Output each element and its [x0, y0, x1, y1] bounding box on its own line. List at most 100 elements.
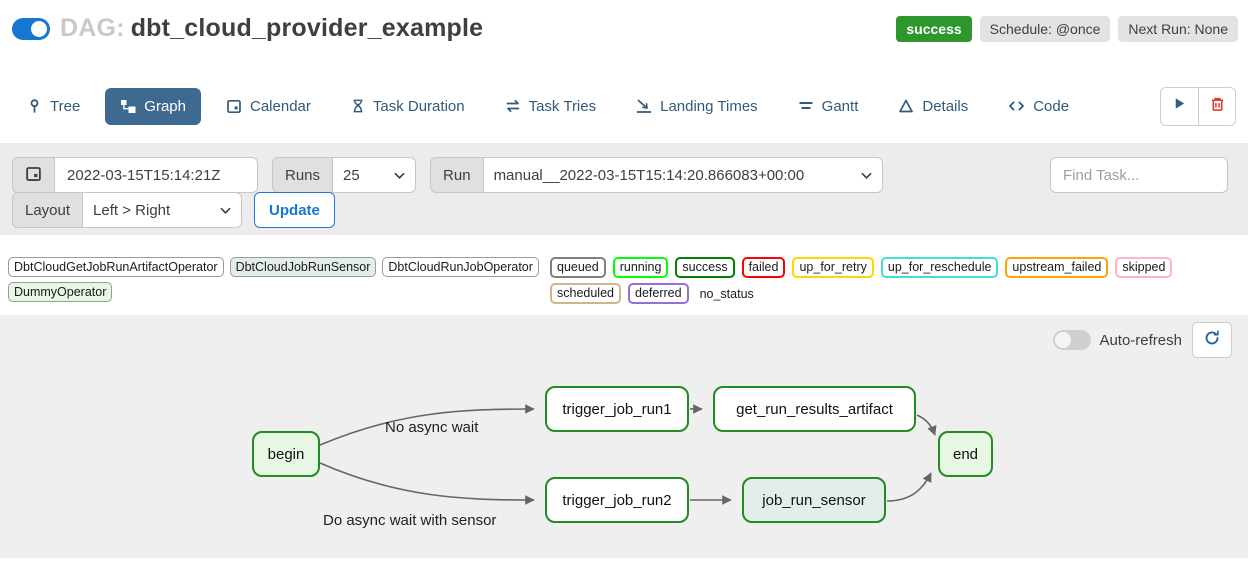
auto-refresh-label: Auto-refresh: [1099, 331, 1182, 349]
hourglass-icon: [351, 98, 365, 114]
tab-task-duration[interactable]: Task Duration: [336, 88, 480, 125]
status-legend: queued running success failed up_for_ret…: [550, 257, 1240, 304]
runs-count-select[interactable]: 25: [332, 157, 417, 193]
page-title: DAG:dbt_cloud_provider_example: [60, 14, 483, 43]
status-chip: skipped: [1115, 257, 1173, 278]
refresh-button[interactable]: [1192, 322, 1232, 358]
status-chip: failed: [741, 257, 786, 278]
status-chip: scheduled: [550, 283, 621, 304]
edge-label-no-async-wait: No async wait: [385, 419, 479, 436]
status-chip: queued: [550, 257, 606, 278]
dag-run-select[interactable]: manual__2022-03-15T15:14:20.866083+00:00: [482, 157, 883, 193]
task-node-job-run-sensor[interactable]: job_run_sensor: [742, 477, 886, 523]
layout-label: Layout: [12, 192, 84, 228]
tab-calendar[interactable]: Calendar: [211, 88, 326, 125]
layout-value: Left > Right: [93, 201, 171, 219]
tab-graph[interactable]: Graph: [105, 87, 201, 125]
refresh-icon: [1203, 329, 1221, 352]
gantt-icon: [798, 98, 814, 114]
runs-label: Runs: [272, 157, 334, 193]
code-icon: [1008, 98, 1025, 114]
find-task-input[interactable]: [1050, 157, 1228, 193]
calendar-icon: [226, 98, 242, 114]
dag-graph-panel: Auto-refresh begin trigger_job_run1 get_…: [0, 315, 1248, 558]
operator-chip: DbtCloudJobRunSensor: [229, 257, 377, 277]
status-chip: deferred: [628, 283, 689, 304]
status-chip: running: [612, 257, 669, 278]
layout-group: Layout Left > Right: [12, 192, 243, 228]
operator-chip: DummyOperator: [8, 282, 113, 302]
schedule-badge: Schedule: @once: [979, 16, 1111, 42]
edge-label-do-async-wait: Do async wait with sensor: [323, 512, 497, 529]
execution-date-input[interactable]: [54, 157, 258, 193]
operator-legend: DbtCloudGetJobRunArtifactOperator DbtClo…: [8, 257, 550, 302]
operator-chip: DbtCloudRunJobOperator: [382, 257, 539, 277]
runs-group: Runs 25: [272, 157, 417, 193]
layout-select[interactable]: Left > Right: [82, 192, 243, 228]
filter-panel: Runs 25 Run manual__2022-03-15T15:14:20.…: [0, 143, 1248, 235]
legend: DbtCloudGetJobRunArtifactOperator DbtClo…: [8, 257, 1240, 304]
dag-name: dbt_cloud_provider_example: [130, 14, 484, 42]
trigger-dag-button[interactable]: [1161, 87, 1198, 125]
status-chip: up_for_reschedule: [880, 257, 999, 278]
plane-landing-icon: [636, 98, 652, 114]
dag-action-buttons: [1160, 86, 1236, 126]
header: DAG:dbt_cloud_provider_example success S…: [12, 14, 1238, 43]
tab-code[interactable]: Code: [993, 88, 1084, 125]
delete-dag-button[interactable]: [1198, 87, 1235, 125]
tab-label: Graph: [144, 97, 186, 115]
task-node-get-run-results-artifact[interactable]: get_run_results_artifact: [713, 386, 916, 432]
graph-icon: [120, 98, 136, 114]
toggle-knob: [31, 20, 47, 37]
tab-label: Landing Times: [660, 97, 758, 115]
chevron-down-icon: [861, 167, 872, 184]
triangle-icon: [898, 98, 914, 114]
status-chip: success: [675, 257, 735, 278]
tab-label: Code: [1033, 97, 1070, 115]
tab-landing-times[interactable]: Landing Times: [621, 88, 773, 125]
dag-edges: [319, 404, 937, 505]
calendar-icon: [25, 165, 42, 186]
tab-task-tries[interactable]: Task Tries: [490, 88, 612, 125]
update-button[interactable]: Update: [254, 192, 335, 228]
chevron-down-icon: [220, 202, 231, 219]
tree-icon: [27, 98, 42, 114]
auto-refresh-control: Auto-refresh: [1053, 330, 1182, 350]
runs-count-value: 25: [343, 166, 360, 184]
filter-row-1: Runs 25 Run manual__2022-03-15T15:14:20.…: [12, 157, 1236, 193]
tab-tree[interactable]: Tree: [12, 88, 95, 125]
status-chip: up_for_retry: [792, 257, 874, 278]
tab-label: Calendar: [250, 97, 311, 115]
dag-run-value: manual__2022-03-15T15:14:20.866083+00:00: [493, 166, 805, 184]
task-node-end[interactable]: end: [938, 431, 993, 477]
run-group: Run manual__2022-03-15T15:14:20.866083+0…: [430, 157, 883, 193]
task-node-trigger-job-run2[interactable]: trigger_job_run2: [545, 477, 689, 523]
task-node-begin[interactable]: begin: [252, 431, 320, 477]
date-picker-button[interactable]: [12, 157, 55, 193]
play-icon: [1172, 96, 1187, 116]
view-tabs: Tree Graph Calendar Task Duration Task T…: [12, 87, 1084, 125]
execution-date-group: [12, 157, 258, 193]
tab-label: Tree: [50, 97, 81, 115]
tab-label: Details: [922, 97, 969, 115]
run-label: Run: [430, 157, 484, 193]
operator-chip: DbtCloudGetJobRunArtifactOperator: [8, 257, 224, 277]
tab-gantt[interactable]: Gantt: [783, 88, 874, 125]
status-badge[interactable]: success: [896, 16, 972, 42]
status-chip: upstream_failed: [1005, 257, 1109, 278]
next-run-badge: Next Run: None: [1118, 16, 1238, 42]
auto-refresh-toggle[interactable]: [1053, 330, 1092, 350]
tab-details[interactable]: Details: [883, 88, 983, 125]
dag-prefix-label: DAG:: [60, 14, 125, 42]
filter-row-2: Layout Left > Right Update: [12, 192, 1236, 228]
no-status-label: no_status: [699, 286, 754, 301]
header-badges: success Schedule: @once Next Run: None: [896, 16, 1238, 42]
tab-label: Task Tries: [528, 97, 597, 115]
repeat-icon: [505, 98, 521, 114]
view-tabbar: Tree Graph Calendar Task Duration Task T…: [12, 85, 1236, 127]
task-node-trigger-job-run1[interactable]: trigger_job_run1: [545, 386, 689, 432]
tab-label: Gantt: [821, 97, 859, 115]
tab-label: Task Duration: [372, 97, 465, 115]
dag-pause-toggle[interactable]: [12, 17, 50, 40]
